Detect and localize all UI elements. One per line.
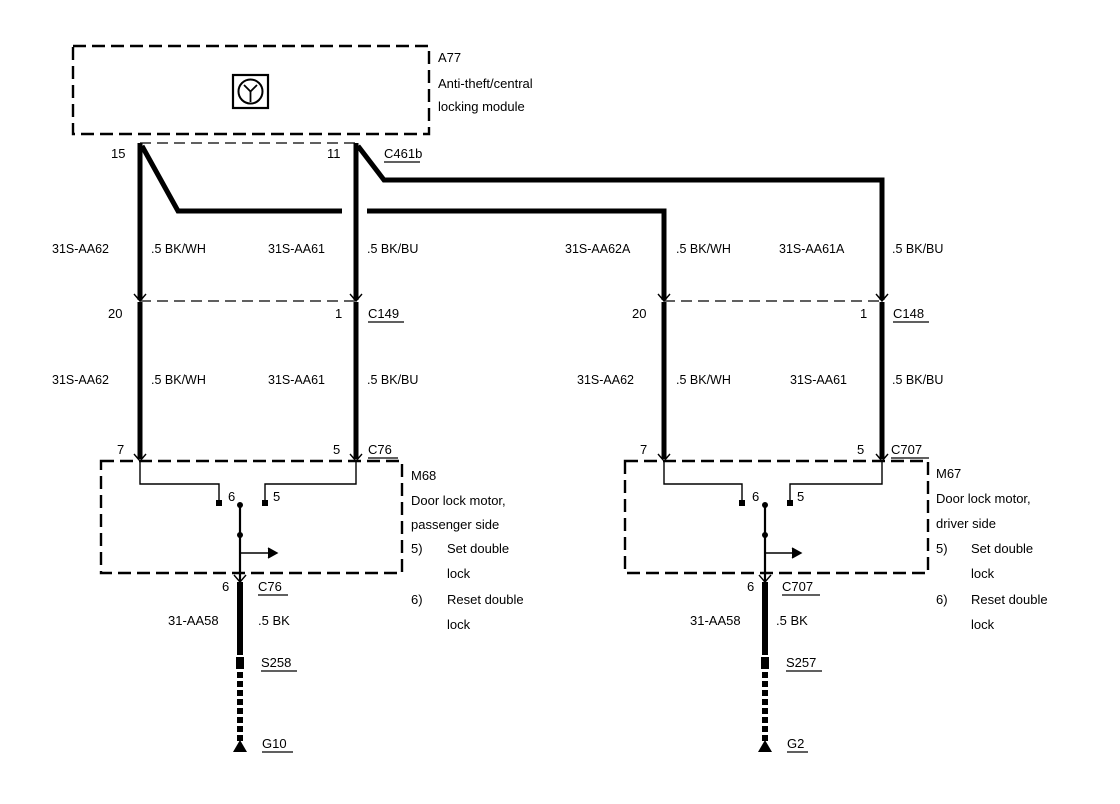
legend-driver-n2: 6) xyxy=(936,592,948,607)
module-pin-right: 11 xyxy=(327,146,341,161)
c149-pin-b: 1 xyxy=(335,306,342,321)
m68-inner-pin-a: 6 xyxy=(228,489,235,504)
wire-upper-left-b-spec: .5 BK/BU xyxy=(367,242,418,256)
connector-arrows-passenger xyxy=(133,453,363,584)
c149-connector: C149 xyxy=(368,306,399,321)
splice-passenger: S258 xyxy=(261,655,291,670)
module-name-line2: locking module xyxy=(438,99,525,114)
wire-crossover-right xyxy=(367,208,667,300)
ground-passenger-code: 31-AA58 xyxy=(168,613,219,628)
legend-driver-t2b: lock xyxy=(971,617,995,632)
legend-passenger-t1a: Set double xyxy=(447,541,509,556)
wire-lower-right-b-spec: .5 BK/BU xyxy=(892,373,943,387)
wire-lower-right-a-spec: .5 BK/WH xyxy=(676,373,731,387)
wire-lower-left-a-code: 31S-AA62 xyxy=(52,373,109,387)
motor-passenger-box xyxy=(99,459,404,575)
c148-connector: C148 xyxy=(893,306,924,321)
module-pin-left: 15 xyxy=(111,146,125,161)
ground-g2-symbol xyxy=(758,740,772,752)
c149-pin-a: 20 xyxy=(108,306,122,321)
wire-lower-left-b-spec: .5 BK/BU xyxy=(367,373,418,387)
module-id: A77 xyxy=(438,50,461,65)
legend-passenger-n2: 6) xyxy=(411,592,423,607)
module-symbol-icon xyxy=(231,73,270,110)
m67-connector-bottom: C707 xyxy=(782,579,813,594)
legend-passenger-t1b: lock xyxy=(447,566,471,581)
m68-connector-bottom: C76 xyxy=(258,579,282,594)
wire-upper-right-a-spec: .5 BK/WH xyxy=(676,242,731,256)
m68-pin-top-b: 5 xyxy=(333,442,340,457)
wire-upper-right-b-spec: .5 BK/BU xyxy=(892,242,943,256)
c148-pin-a: 20 xyxy=(632,306,646,321)
wire-lower-left-a-spec: .5 BK/WH xyxy=(151,373,206,387)
m68-name-line2: passenger side xyxy=(411,517,499,532)
ground-driver-label: G2 xyxy=(787,736,804,751)
ground-passenger-spec: .5 BK xyxy=(258,613,290,628)
m67-pin-bottom: 6 xyxy=(747,579,754,594)
connector-arrows-upper xyxy=(133,293,889,303)
ground-driver-spec: .5 BK xyxy=(776,613,808,628)
wire-upper-left-a-spec: .5 BK/WH xyxy=(151,242,206,256)
wire-lower-left-b-code: 31S-AA61 xyxy=(268,373,325,387)
module-name-line1: Anti-theft/central xyxy=(438,76,533,91)
splice-s258-mark xyxy=(236,657,244,669)
m67-pin-top-b: 5 xyxy=(857,442,864,457)
m67-id: M67 xyxy=(936,466,961,481)
m67-name-line1: Door lock motor, xyxy=(936,491,1031,506)
wire-upper-right-a-code: 31S-AA62A xyxy=(565,242,631,256)
legend-driver-t1b: lock xyxy=(971,566,995,581)
m68-inner-pin-b: 5 xyxy=(273,489,280,504)
c148-pin-b: 1 xyxy=(860,306,867,321)
splice-s257-mark xyxy=(761,657,769,669)
m67-inner-pin-b: 5 xyxy=(797,489,804,504)
wire-lower-right-a-code: 31S-AA62 xyxy=(577,373,634,387)
legend-passenger-t2b: lock xyxy=(447,617,471,632)
wire-upper-left-a-code: 31S-AA62 xyxy=(52,242,109,256)
wire-pin15-crossover xyxy=(139,144,342,214)
wire-upper-right-b-code: 31S-AA61A xyxy=(779,242,845,256)
m67-connector-top: C707 xyxy=(891,442,922,457)
m67-pin-top-a: 7 xyxy=(640,442,647,457)
splice-driver: S257 xyxy=(786,655,816,670)
module-connector: C461b xyxy=(384,146,422,161)
m67-internal-wiring xyxy=(663,461,883,582)
connector-arrows-driver xyxy=(657,453,889,584)
module-box xyxy=(71,44,431,136)
legend-passenger-n1: 5) xyxy=(411,541,423,556)
legend-driver-n1: 5) xyxy=(936,541,948,556)
wire-upper-left-b-code: 31S-AA61 xyxy=(268,242,325,256)
ground-driver-code: 31-AA58 xyxy=(690,613,741,628)
m68-name-line1: Door lock motor, xyxy=(411,493,506,508)
m68-id: M68 xyxy=(411,468,436,483)
ground-g10-symbol xyxy=(233,740,247,752)
m68-pin-top-a: 7 xyxy=(117,442,124,457)
m67-name-line2: driver side xyxy=(936,516,996,531)
wire-lower-right-b-code: 31S-AA61 xyxy=(790,373,847,387)
m67-inner-pin-a: 6 xyxy=(752,489,759,504)
ground-passenger-label: G10 xyxy=(262,736,287,751)
m68-connector-top: C76 xyxy=(368,442,392,457)
legend-passenger-t2a: Reset double xyxy=(447,592,524,607)
m68-internal-wiring xyxy=(139,461,357,582)
legend-driver-t1a: Set double xyxy=(971,541,1033,556)
m68-pin-bottom: 6 xyxy=(222,579,229,594)
wire-pin11-crossover xyxy=(356,144,885,300)
legend-driver-t2a: Reset double xyxy=(971,592,1048,607)
